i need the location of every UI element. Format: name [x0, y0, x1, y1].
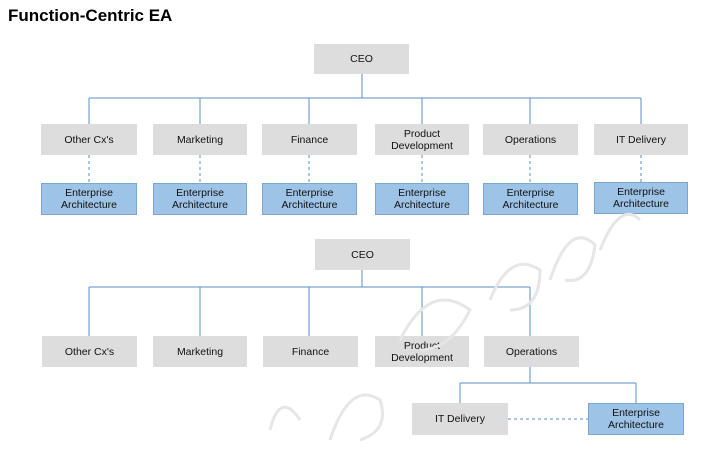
function-box-it-delivery: IT Delivery	[412, 403, 508, 435]
page-title: Function-Centric EA	[8, 6, 173, 25]
function-box-other-cxs: Other Cx's	[42, 336, 137, 367]
box-label: IT Delivery	[616, 133, 666, 146]
box-label: Enterprise Architecture	[60, 187, 118, 211]
function-box-marketing: Marketing	[153, 124, 247, 155]
box-label: Finance	[290, 133, 329, 146]
box-label: Marketing	[176, 345, 224, 358]
ea-box: Enterprise Architecture	[588, 403, 684, 435]
box-label: Operations	[505, 345, 558, 358]
box-label: Enterprise Architecture	[281, 187, 338, 211]
ea-box: Enterprise Architecture	[594, 182, 688, 214]
function-box-product-development: Product Development	[375, 124, 469, 155]
box-label: Product Development	[391, 339, 453, 364]
ceo-box: CEO	[315, 239, 410, 270]
function-box-finance: Finance	[263, 336, 358, 367]
box-label: Product Development	[391, 127, 453, 152]
box-label: Enterprise Architecture	[502, 187, 559, 211]
box-label: CEO	[350, 53, 373, 65]
ea-box: Enterprise Architecture	[41, 183, 137, 215]
ea-box: Enterprise Architecture	[153, 183, 247, 215]
box-label: Other Cx's	[64, 133, 114, 146]
box-label: Enterprise Architecture	[612, 186, 670, 210]
box-label: Marketing	[176, 133, 224, 146]
ea-box: Enterprise Architecture	[262, 183, 357, 215]
box-label: Operations	[504, 133, 557, 146]
box-label: IT Delivery	[435, 413, 485, 425]
ea-box: Enterprise Architecture	[483, 183, 578, 215]
box-label: Enterprise Architecture	[607, 407, 665, 431]
ea-box: Enterprise Architecture	[375, 183, 469, 215]
box-label: Enterprise Architecture	[171, 187, 229, 211]
function-box-other-cxs: Other Cx's	[41, 124, 137, 155]
box-label: Finance	[291, 345, 330, 358]
box-label: Enterprise Architecture	[393, 187, 451, 211]
box-label: CEO	[351, 248, 374, 261]
ceo-box: CEO	[314, 44, 409, 74]
function-box-product-development: Product Development	[375, 336, 469, 367]
box-label: Other Cx's	[64, 345, 115, 358]
function-box-operations: Operations	[484, 336, 579, 367]
function-box-it-delivery: IT Delivery	[594, 124, 688, 155]
function-box-operations: Operations	[483, 124, 578, 155]
function-box-finance: Finance	[262, 124, 357, 155]
function-box-marketing: Marketing	[153, 336, 247, 367]
